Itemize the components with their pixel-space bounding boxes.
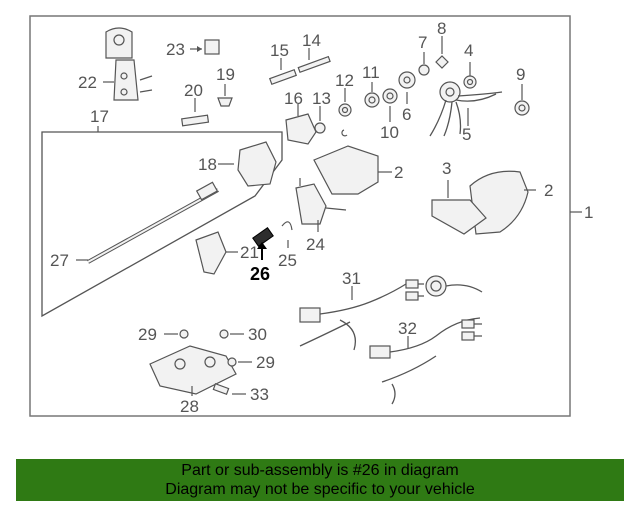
callout-1: 1 [584, 203, 593, 222]
part-30-nut [219, 329, 244, 339]
callout-29-lower: 29 [256, 353, 275, 372]
part-3-cover [431, 180, 487, 235]
part-16-housing [285, 104, 317, 145]
callout-17: 17 [90, 107, 109, 126]
part-2-upper-shroud [469, 170, 536, 235]
callout-2-lower-shroud: 2 [394, 163, 403, 182]
part-14-rod [297, 48, 331, 74]
part-6-bearing [398, 71, 416, 104]
callout-9: 9 [516, 65, 525, 84]
part-13-ring [314, 106, 326, 134]
callout-21: 21 [240, 243, 259, 262]
callout-33: 33 [250, 385, 269, 404]
callout-18: 18 [198, 155, 217, 174]
callout-8: 8 [437, 19, 446, 38]
part-21-bracket [195, 231, 238, 275]
part-30-ring [425, 275, 483, 297]
callout-24: 24 [306, 235, 325, 254]
part-29-bolt-lower [227, 357, 252, 367]
part-8-nut [435, 36, 449, 69]
part-20-bolt [181, 98, 210, 127]
part-12-bearing [338, 88, 352, 137]
part-26-highlighted [252, 227, 274, 260]
part-10-washer [382, 88, 398, 122]
callout-16: 16 [284, 89, 303, 108]
part-32-harness [369, 317, 482, 405]
banner-line-2: Diagram may not be specific to your vehi… [165, 481, 475, 498]
callout-25: 25 [278, 251, 297, 270]
part-29-bolt-upper [164, 329, 189, 339]
callout-14: 14 [302, 31, 321, 50]
part-22-bracket [103, 27, 153, 101]
callout-19: 19 [216, 65, 235, 84]
part-27-steering-shaft [76, 181, 219, 264]
callout-3: 3 [442, 159, 451, 178]
part-24-switch [295, 183, 347, 232]
callout-13: 13 [312, 89, 331, 108]
callout-32: 32 [398, 319, 417, 338]
part-28-mounting-bracket [149, 345, 237, 396]
part-33-bolt [212, 383, 246, 395]
part-25-spring [281, 221, 293, 248]
callout-31: 31 [342, 269, 361, 288]
callout-4: 4 [464, 41, 473, 60]
callout-12: 12 [335, 71, 354, 90]
part-2-lower-shroud [299, 145, 392, 195]
part-5-switch [429, 81, 503, 137]
callout-23: 23 [166, 40, 185, 59]
callout-26-highlighted: 26 [250, 264, 270, 284]
callout-30: 30 [248, 325, 267, 344]
part-9-washer [514, 84, 530, 116]
callout-20: 20 [184, 81, 203, 100]
callout-22: 22 [78, 73, 97, 92]
part-7-ring [418, 52, 430, 76]
callout-6: 6 [402, 105, 411, 124]
part-31-harness [299, 279, 424, 351]
diagram-frame [29, 15, 571, 417]
part-19-screw [217, 84, 233, 107]
callout-5: 5 [462, 125, 471, 144]
callout-27: 27 [50, 251, 69, 270]
parts-diagram: 1 2 2 3 4 5 6 7 8 9 10 11 12 13 14 15 16… [29, 15, 593, 417]
callout-11: 11 [362, 63, 380, 82]
part-23-clip [190, 39, 220, 55]
callout-10: 10 [380, 123, 399, 142]
part-18-lock-housing [218, 141, 277, 187]
banner-line-1: Part or sub-assembly is #26 in diagram [181, 462, 459, 479]
part-15-pin [268, 58, 298, 86]
part-11-bearing [364, 82, 380, 108]
callout-29-upper: 29 [138, 325, 157, 344]
callout-7: 7 [418, 33, 427, 52]
info-banner: Part or sub-assembly is #26 in diagram D… [16, 459, 624, 501]
callout-2-upper-shroud: 2 [544, 181, 553, 200]
callout-28: 28 [180, 397, 199, 416]
part-4-bearing [463, 62, 477, 89]
callout-15: 15 [270, 41, 289, 60]
